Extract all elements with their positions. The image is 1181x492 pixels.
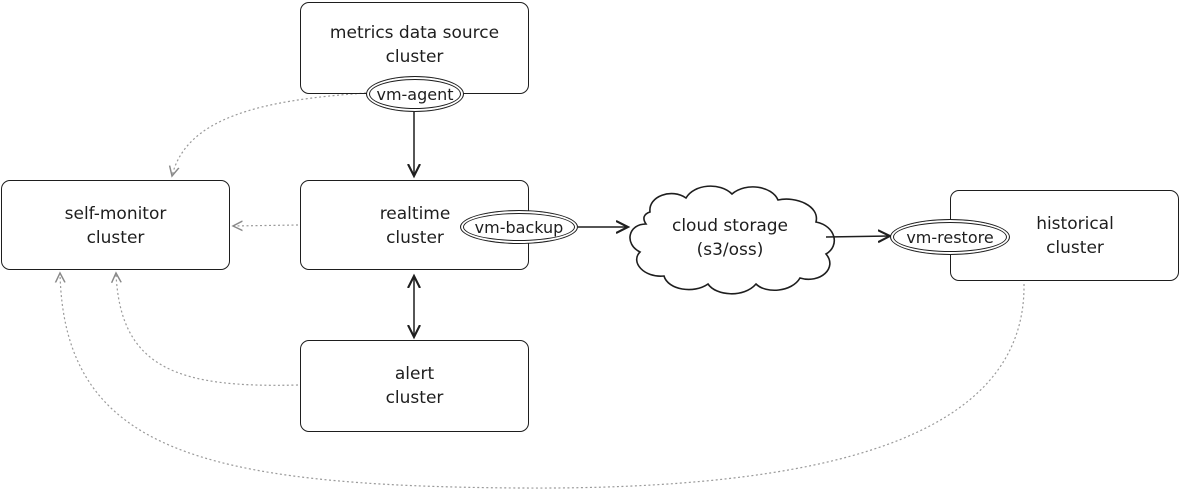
historical-label-line2: cluster: [1046, 238, 1104, 258]
alert-label-line2: cluster: [385, 388, 444, 408]
dotted-arrow-realtime-to-selfmonitor: [233, 225, 299, 226]
cloud-storage-label-line2: (s3/oss): [696, 240, 764, 260]
realtime-label-line1: realtime: [379, 204, 451, 224]
vm-agent-component: vm-agent: [366, 76, 464, 112]
cloud-storage-label-line1: cloud storage: [671, 216, 789, 236]
self-monitor-label-line2: cluster: [86, 228, 145, 248]
realtime-label-line2: cluster: [386, 228, 444, 248]
dotted-arrow-alert-to-selfmonitor: [116, 273, 299, 386]
metrics-source-label-line1: metrics data source: [329, 23, 500, 43]
vm-restore-component: vm-restore: [890, 219, 1010, 255]
historical-label-line1: historical: [1036, 214, 1114, 234]
dotted-arrow-agent-to-selfmonitor: [172, 92, 367, 176]
self-monitor-cluster: [1, 180, 230, 270]
dotted-arrow-historical-to-selfmonitor: [60, 273, 1025, 489]
vm-backup-component: vm-backup: [460, 210, 578, 244]
self-monitor-label-line1: self-monitor: [64, 204, 167, 224]
alert-cluster: [300, 340, 529, 432]
arrow-cloud-to-restore: [825, 236, 890, 237]
metrics-source-label-line2: cluster: [385, 47, 444, 67]
alert-label-line1: alert: [394, 364, 435, 384]
cloud-storage-shape: [629, 185, 836, 295]
